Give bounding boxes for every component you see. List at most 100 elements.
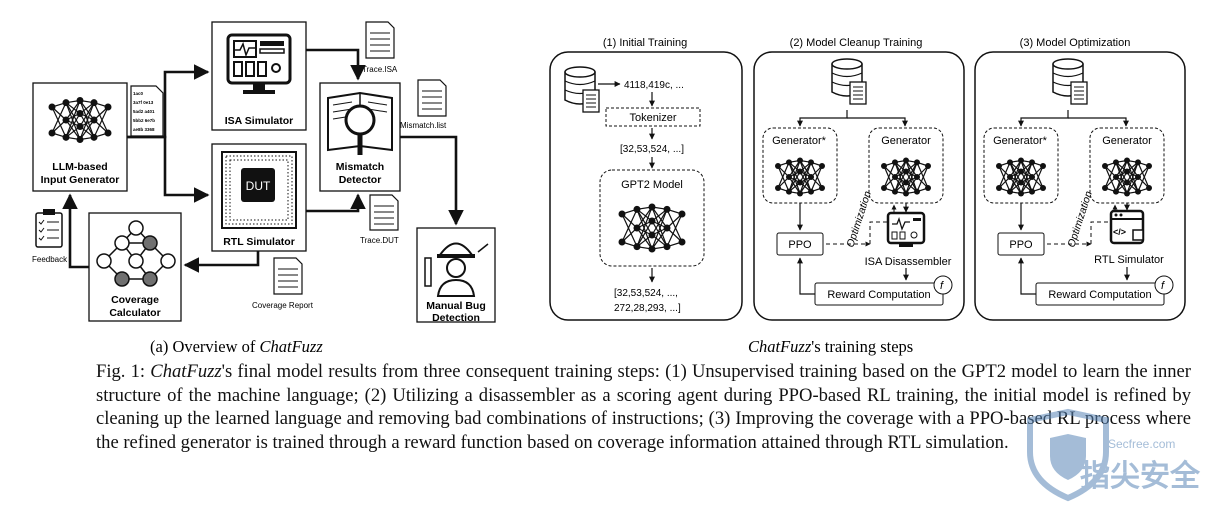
seed-line: 5ad2 a401 [133, 109, 155, 114]
nn-edge [1115, 160, 1128, 178]
output-ids-line-1: [32,53,524, ..., [614, 288, 678, 299]
nn-edge [905, 160, 918, 178]
nn-edge [1020, 176, 1033, 194]
isa-simulator-label: ISA Simulator [225, 115, 293, 127]
trace-dut-label: Trace.DUT [360, 236, 399, 245]
nn-edge [905, 176, 918, 194]
nn-edge [1020, 162, 1033, 183]
nn-node [925, 185, 931, 191]
nn-edge [883, 162, 896, 189]
nn-node [76, 123, 84, 130]
nn-edge [636, 209, 653, 236]
nn-node [819, 185, 825, 191]
nn-edge [788, 162, 801, 183]
nn-edge [65, 102, 81, 127]
nn-node [633, 224, 641, 232]
feedback-clipboard-icon: Feedback [32, 209, 68, 264]
nn-node [775, 163, 781, 169]
nn-edge [788, 171, 801, 192]
nn-node [903, 168, 909, 175]
database-icon [1052, 58, 1088, 105]
nn-edge [621, 213, 638, 247]
nn-edge [79, 113, 95, 138]
nn-edge [1115, 162, 1128, 183]
nn-node [881, 185, 887, 191]
stage3-title: (3) Model Optimization [1020, 37, 1131, 49]
code-window-icon: </> [1109, 209, 1145, 245]
nn-edge [788, 160, 801, 178]
nn-edge [1104, 165, 1117, 192]
ppo-box [997, 232, 1045, 256]
nn-edge [1009, 162, 1022, 183]
nn-node [1124, 168, 1130, 175]
code-glyph: </> [1113, 227, 1126, 237]
nn-node [903, 157, 909, 164]
nn-node [633, 205, 641, 213]
nn-edge [651, 209, 668, 236]
nn-edge [636, 227, 653, 250]
stage2-title: (2) Model Cleanup Training [790, 37, 923, 49]
nn-node [903, 190, 909, 197]
nn-node [786, 159, 792, 166]
nn-node [648, 217, 656, 225]
trace-dut-document: Trace.DUT [360, 194, 399, 245]
seed-line: 5bb2 6e7b [133, 118, 155, 123]
database-icon [831, 58, 867, 105]
nn-node [76, 110, 84, 117]
coverage-calculator-label-1: Coverage [111, 294, 159, 306]
nn-node [1007, 159, 1013, 166]
tokenizer-label: Tokenizer [629, 112, 676, 124]
subcaption-a: (a) Overview of ChatFuzz [150, 337, 323, 356]
nn-node [881, 163, 887, 169]
figure-diagram: ISA Simulator LLM-based Input Generator … [32, 21, 1186, 356]
nn-node [1102, 163, 1108, 169]
neural-network-icon [1102, 157, 1152, 197]
nn-node [104, 129, 112, 137]
raw-tokens-text: 4118,419c, ... [624, 80, 684, 91]
nn-edge [810, 162, 823, 189]
gpt2-model-label: GPT2 Model [621, 179, 683, 191]
nn-node [892, 159, 898, 166]
arrow-db-to-genstar [797, 110, 848, 127]
rtl-simulator-box: DUT RTL Simulator [211, 143, 307, 252]
nn-edge [651, 206, 668, 247]
nn-node [663, 205, 671, 213]
nn-node [1007, 188, 1013, 195]
arrow-rtl-to-coverage [183, 251, 260, 273]
caption-body: 's final model results from three conseq… [96, 361, 1191, 453]
nn-node [663, 224, 671, 232]
nn-edge [1020, 160, 1033, 178]
nn-node [1018, 179, 1024, 186]
reward-label: Reward Computation [827, 289, 930, 301]
nn-edge [1115, 160, 1128, 192]
nn-node [892, 188, 898, 195]
neural-network-icon [881, 157, 931, 197]
nn-edge [916, 162, 929, 189]
nn-node [1018, 157, 1024, 164]
manual-bug-label-2: Detection [432, 312, 480, 324]
seed-line: 3a7f 0e13 [133, 100, 154, 105]
seed-document: 1ac0 3a7f 0e13 5ad2 a401 5bb2 6e7b ae8b … [130, 85, 164, 137]
nn-edge [1009, 171, 1022, 192]
database-icon [564, 66, 600, 113]
nn-edge [777, 162, 790, 189]
nn-node [1146, 185, 1152, 191]
mismatch-list-label: Mismatch.list [400, 121, 447, 130]
arrow-db-to-gen [1068, 117, 1129, 127]
nn-edge [1031, 162, 1044, 189]
nn-edge [788, 176, 801, 194]
nn-node [1007, 174, 1013, 180]
nn-edge [1031, 165, 1044, 192]
nn-edge [905, 162, 918, 194]
nn-edge [1020, 160, 1033, 192]
nn-edge [79, 100, 95, 138]
nn-edge [651, 206, 668, 229]
nn-node [76, 97, 84, 104]
nn-node [996, 163, 1002, 169]
nn-edge [1115, 171, 1128, 192]
nn-edge [1137, 162, 1150, 189]
arrow-generator-to-rtl [127, 135, 210, 203]
output-ids-line-2: 272,28,293, ...] [614, 303, 681, 314]
arrow-reward-to-ppo [1018, 257, 1036, 295]
nn-node [797, 190, 803, 197]
